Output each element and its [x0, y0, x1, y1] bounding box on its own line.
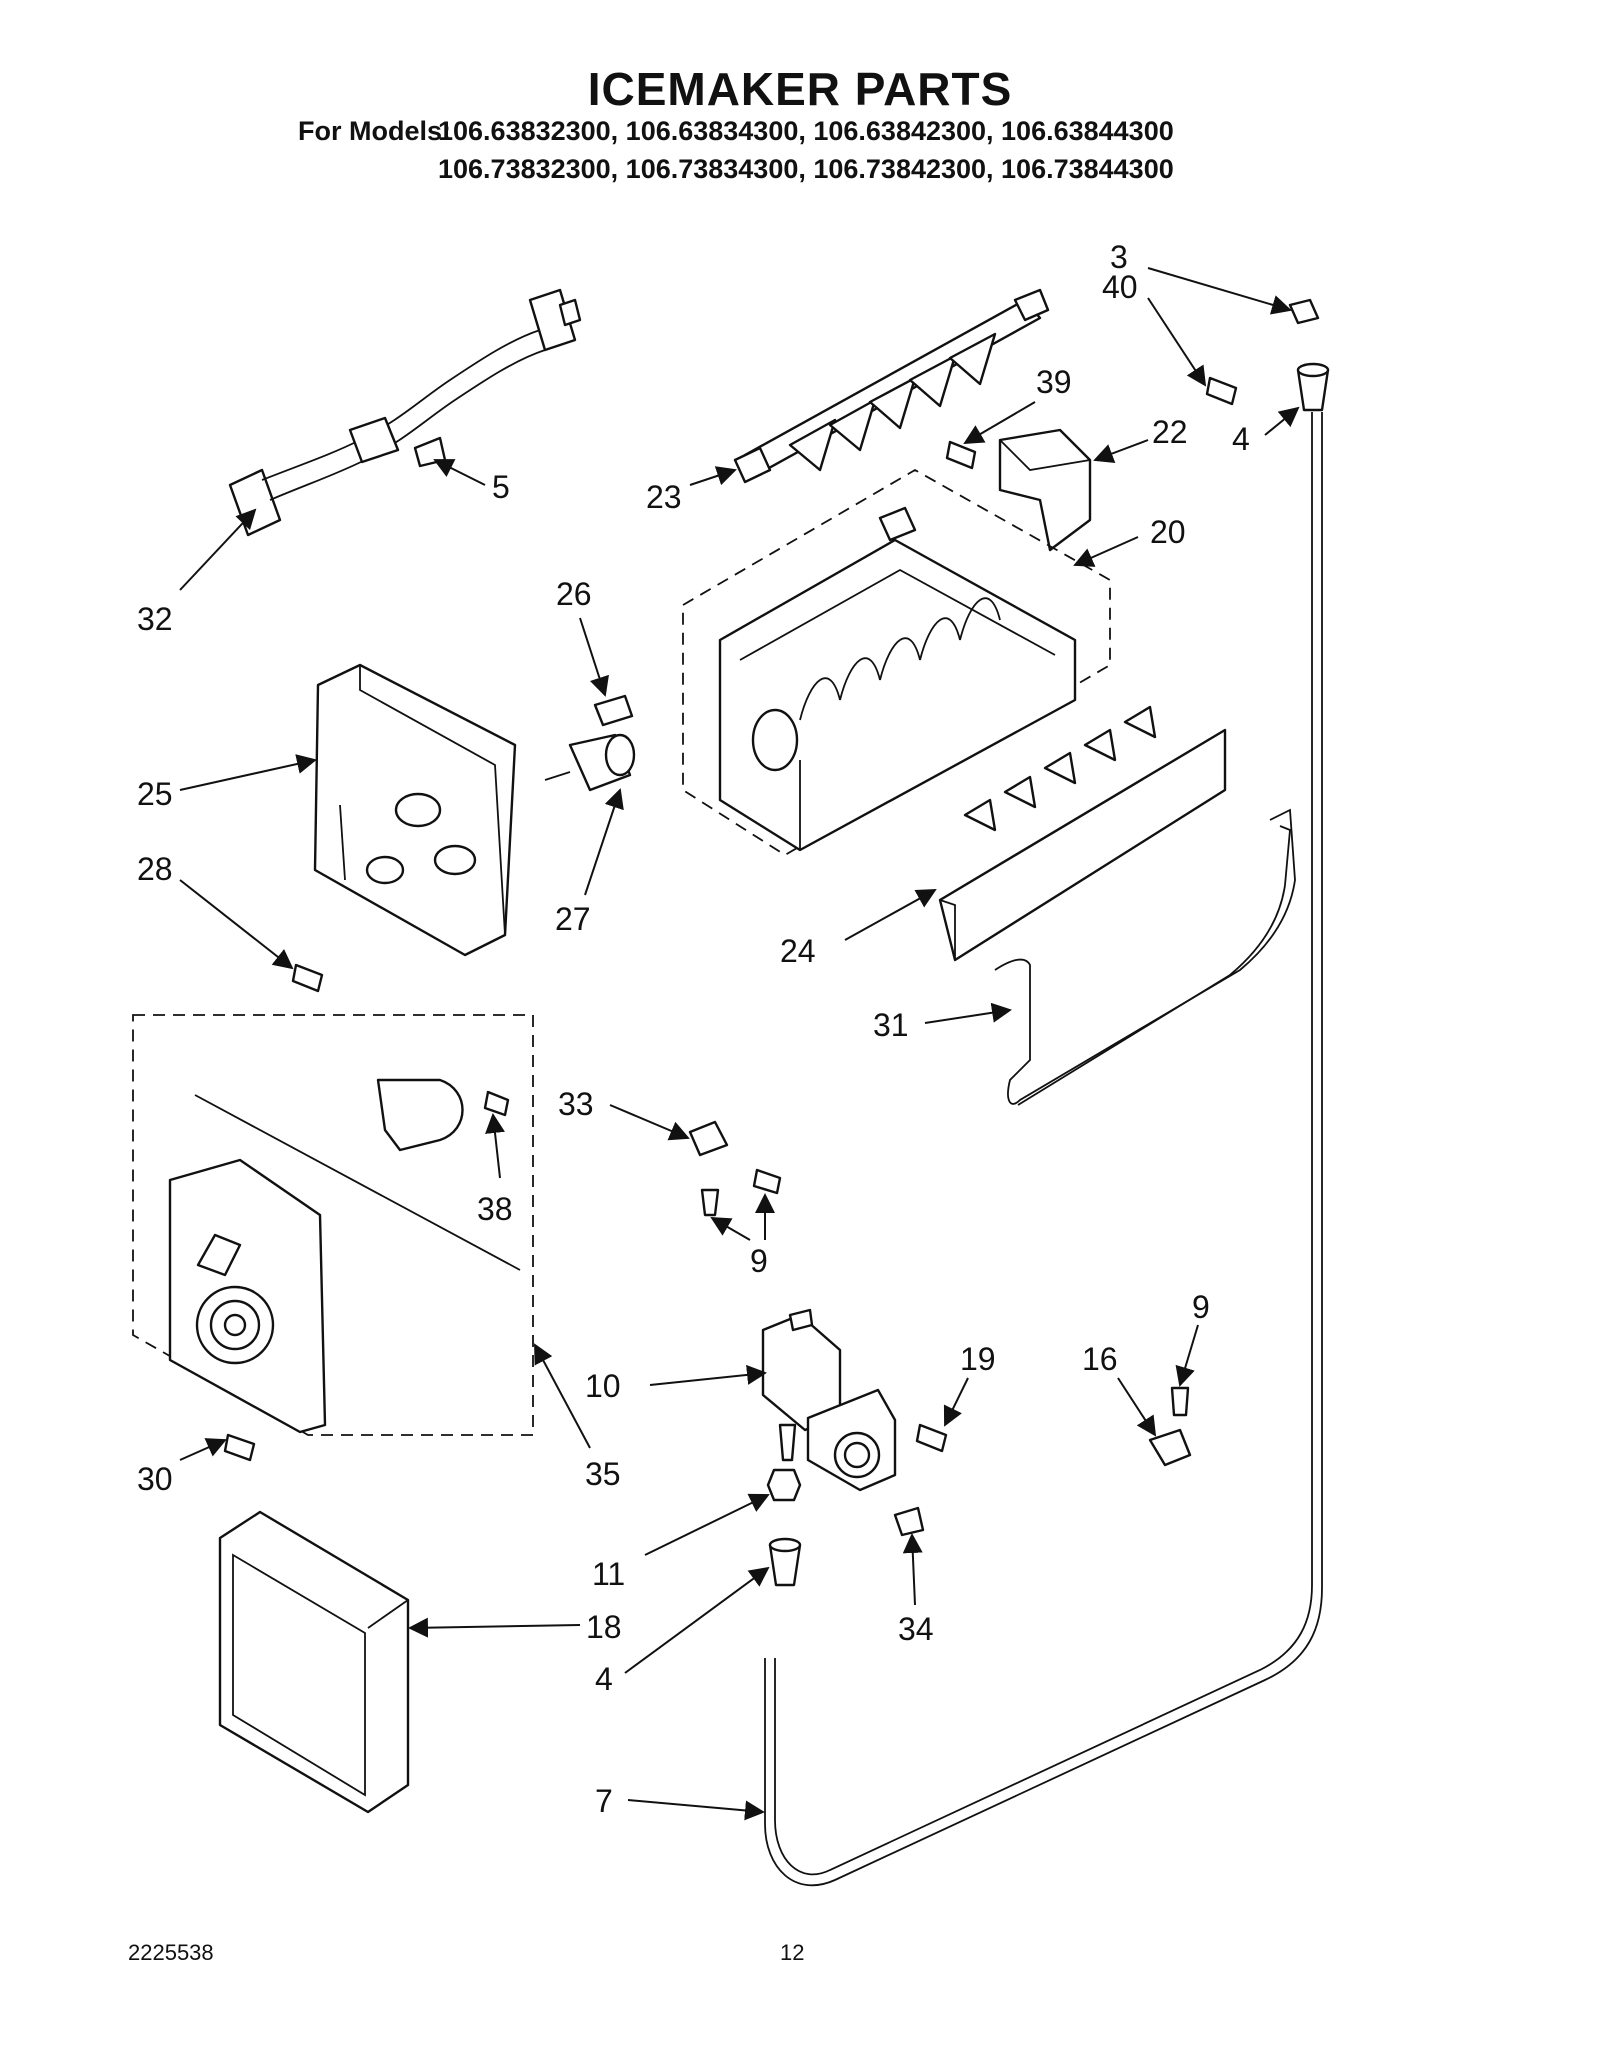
screw-39-part	[945, 440, 977, 470]
callout-27: 27	[555, 901, 591, 937]
screw-28-part	[291, 963, 324, 993]
callout-33: 33	[558, 1086, 594, 1122]
fill-cup-clamp-part	[1288, 298, 1320, 325]
screw-38-part	[483, 1090, 510, 1117]
callout-19: 19	[960, 1341, 996, 1377]
callout-3: 3	[1110, 239, 1128, 275]
fitting-bottom-part	[768, 1537, 802, 1587]
callout-30: 30	[137, 1461, 173, 1497]
callout-32: 32	[137, 601, 173, 637]
callout-26: 26	[556, 576, 592, 612]
thermostat-clip-part	[593, 694, 634, 727]
mold-part	[682, 468, 1111, 857]
callout-38: 38	[477, 1191, 513, 1227]
callout-40: 40	[1102, 269, 1138, 305]
callout-11: 11	[592, 1556, 625, 1592]
callout-22: 22	[1152, 414, 1188, 450]
callout-4-top: 4	[1232, 421, 1250, 457]
callout-9-right: 9	[1192, 1289, 1210, 1325]
insulation-part	[218, 1510, 410, 1814]
fitting-top-part	[1296, 362, 1330, 412]
callout-28: 28	[137, 851, 173, 887]
bracket-33-part	[688, 1120, 729, 1157]
thermostat-part	[544, 733, 636, 792]
water-valve-part	[761, 1308, 897, 1492]
callout-16: 16	[1082, 1341, 1118, 1377]
models-label: For Models:	[298, 116, 451, 146]
models-line-1: 106.63832300, 106.63834300, 106.63842300…	[438, 116, 1174, 146]
ice-stripper-part	[938, 705, 1227, 962]
callout-24: 24	[780, 933, 816, 969]
fill-cup-part	[998, 428, 1092, 552]
screw-40-part	[1205, 376, 1238, 406]
screw-19-part	[915, 1423, 948, 1453]
screw-9b-part	[752, 1168, 782, 1195]
shutoff-arm-part	[994, 808, 1296, 1106]
callout-35: 35	[585, 1456, 621, 1492]
ejector-part	[733, 288, 1050, 484]
screw-30-part	[223, 1433, 256, 1462]
page-title: ICEMAKER PARTS	[587, 63, 1013, 115]
motor-module-part	[132, 1014, 534, 1436]
document-number: 2225538	[128, 1940, 214, 1965]
clip-34-part	[893, 1506, 925, 1537]
screw-9a-part	[700, 1188, 720, 1217]
callout-4-bottom: 4	[595, 1661, 613, 1697]
callout-5: 5	[492, 469, 510, 505]
callout-18: 18	[586, 1609, 622, 1645]
callout-20: 20	[1150, 514, 1186, 550]
callout-23: 23	[646, 479, 682, 515]
page-number: 12	[780, 1940, 805, 1965]
water-tube-part	[764, 412, 1323, 1887]
callout-9-left: 9	[750, 1243, 768, 1279]
leader-lines	[179, 267, 1300, 1821]
models-line-2: 106.73832300, 106.73834300, 106.73842300…	[438, 154, 1174, 184]
clamp-16-part	[1148, 1428, 1192, 1467]
callout-25: 25	[137, 776, 173, 812]
callout-39: 39	[1036, 364, 1072, 400]
housing-part	[313, 663, 517, 957]
nut-part	[766, 1468, 802, 1502]
callout-7: 7	[595, 1783, 613, 1819]
callout-10: 10	[585, 1368, 621, 1404]
callout-34: 34	[898, 1611, 934, 1647]
callout-31: 31	[873, 1007, 909, 1043]
callout-labels: 3 40 39 22 4 23 20 5 32 26 25 27 28 24 3…	[137, 239, 1250, 1819]
wire-harness-part	[228, 288, 582, 537]
screw-9c-part	[1170, 1386, 1190, 1417]
